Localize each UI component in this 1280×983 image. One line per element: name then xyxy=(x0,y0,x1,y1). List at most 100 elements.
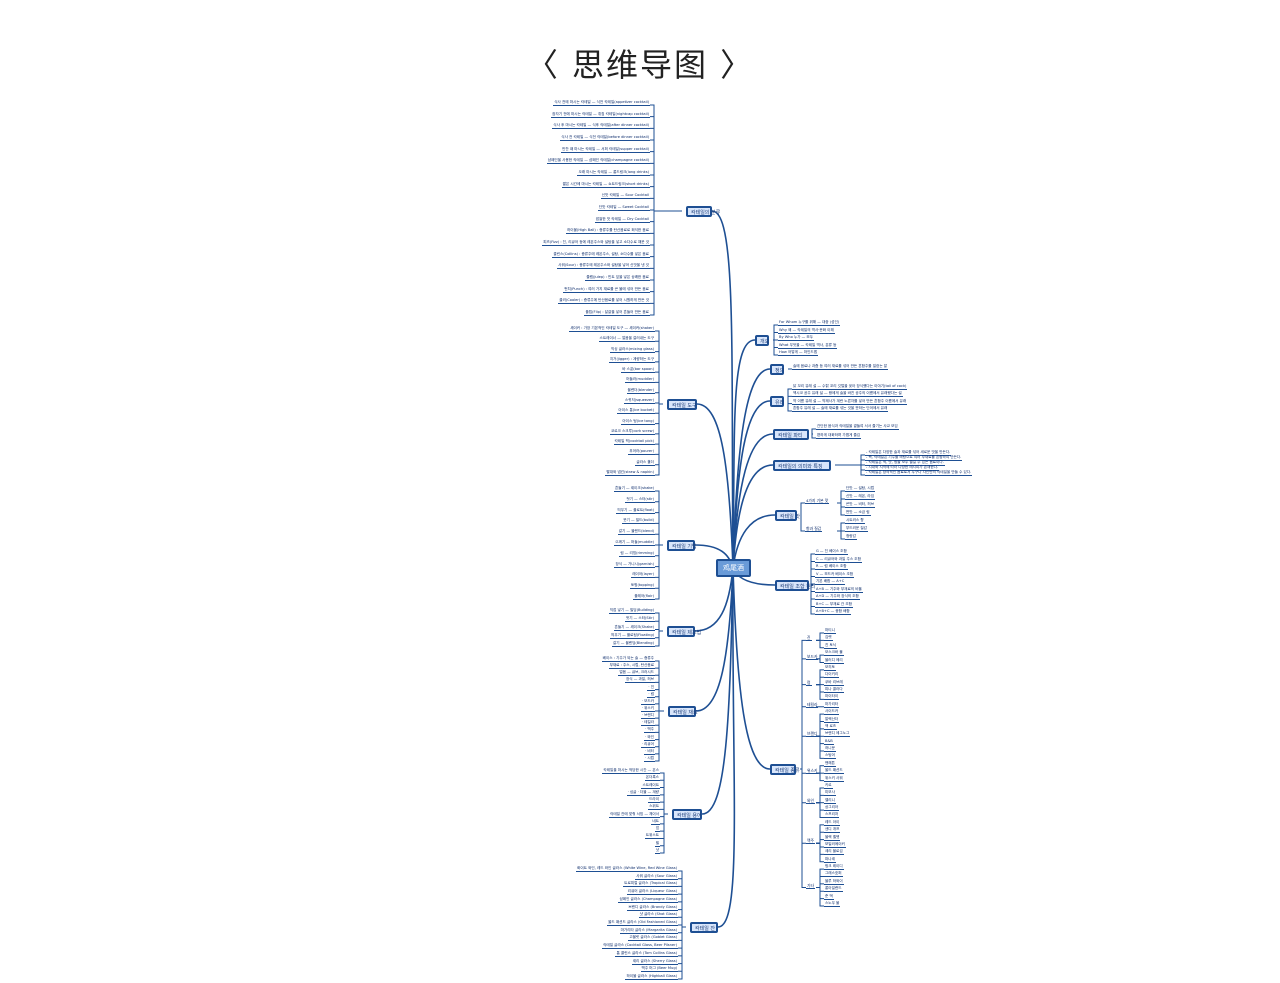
branch-tools[interactable]: 칵테일 도구 xyxy=(667,399,697,410)
leaf-connector xyxy=(816,887,824,900)
leaf-item: 오래 마시는 칵테일 — 롱드링크(long drinks) xyxy=(577,170,650,176)
branch-meaning[interactable]: 칵테일의 의미와 특징 xyxy=(773,460,831,471)
central-node[interactable]: 鸡尾酒 xyxy=(716,559,751,577)
group-label[interactable]: 기타 xyxy=(806,882,815,889)
leaf-connector xyxy=(655,402,663,405)
leaf-connector xyxy=(660,779,668,815)
branch-types[interactable]: 칵테일의 분류 xyxy=(686,206,720,217)
leaf-connector xyxy=(650,197,682,212)
leaf-connector xyxy=(816,772,824,782)
leaf-connector xyxy=(678,926,686,941)
leaf-connector xyxy=(655,710,664,733)
leaf-item: 칵테일을 마시는 적당한 시간 — 온스 xyxy=(602,768,660,774)
branch-taste[interactable]: 칵테일 맛 xyxy=(775,510,800,521)
leaf-connector xyxy=(816,887,824,907)
leaf-item: 으깨기 — 머들(muddle) xyxy=(614,540,655,546)
group-connector xyxy=(800,502,805,515)
leaf-item: 마가리타 글라스 (Margarita Glass) xyxy=(619,927,678,934)
leaf-connector xyxy=(655,371,663,405)
branch-ingredients[interactable]: 칵테일 재료 xyxy=(668,706,698,717)
connector-ingredients xyxy=(695,567,734,712)
leaf-item: 위스키 사워 xyxy=(824,775,844,782)
leaf-connector xyxy=(660,808,668,815)
group-label[interactable]: 4가지 기본 맛 xyxy=(805,498,830,504)
leaf-item: 핑크 레이디 xyxy=(824,864,844,871)
leaf-connector xyxy=(655,501,663,546)
leaf-item: 시트러스 향 xyxy=(845,518,865,524)
leaf-item: · 위스키 xyxy=(640,706,655,712)
leaf-item: 짧은 시간에 마시는 칵테일 — 쇼트드링크(short drinks) xyxy=(561,181,650,188)
branch-overview[interactable]: 개요 xyxy=(755,335,769,346)
leaf-item: 칵테일 글라스 (Cocktail Glass, Beer Pilsner) xyxy=(602,943,678,950)
leaf-item: 보일러메이커 xyxy=(824,841,846,848)
branch-techniques[interactable]: 칵테일 기법 xyxy=(667,540,697,551)
group-label[interactable]: 위스키 xyxy=(806,768,819,775)
leaf-item: - 즉, 칵테일은 기주를 바탕으로 여러 부재료를 혼합하여 만든다. xyxy=(865,455,963,461)
leaf-item: Why 왜 — 칵테일의 역사·문화 이해 xyxy=(778,327,835,334)
leaf-item: 벨리니 xyxy=(824,797,836,804)
group-label[interactable]: 진 xyxy=(806,635,812,642)
leaf-item: · 시럽 xyxy=(644,756,655,762)
branch-terms[interactable]: 칵테일 용어 xyxy=(672,809,702,820)
leaf-connector xyxy=(678,916,686,928)
leaf-item: 모스크바 뮬 xyxy=(824,650,844,657)
branch-kinds[interactable]: 칵테일 종류 xyxy=(770,764,800,775)
leaf-connector xyxy=(655,403,663,455)
leaf-connector xyxy=(655,681,664,712)
leaf-connector xyxy=(837,502,845,516)
leaf-item: 레드 아이 xyxy=(824,819,841,826)
branch-methods[interactable]: 칵테일 제조법 xyxy=(667,626,701,637)
leaf-item: 피나 콜라다 xyxy=(824,687,844,694)
leaf-connector xyxy=(660,813,668,847)
leaf-item: 잭 로즈 xyxy=(824,723,838,730)
leaf-connector xyxy=(655,533,663,546)
leaf-item: 네트 xyxy=(651,818,660,825)
leaf-item: 단맛 칵테일 — Sweet Cocktail xyxy=(597,205,650,211)
connector-party xyxy=(732,433,774,569)
leaf-connector xyxy=(655,403,663,445)
leaf-item: 화이트 와인, 레드 와인 글라스 (White Wine, Red Wine … xyxy=(576,866,678,872)
leaf-item: A+D — 기주와 장식의 조합 xyxy=(815,594,860,600)
connector-origin xyxy=(732,400,771,569)
leaf-connector xyxy=(816,842,824,863)
leaf-item: By Who 누가 — 모두 xyxy=(778,335,815,341)
leaf-item: 맨해튼 xyxy=(824,760,836,767)
group-label[interactable]: 와인 xyxy=(806,797,815,804)
leaf-item: 마티니 xyxy=(824,628,836,634)
branch-pairing[interactable]: 칵테일 조합 원리 xyxy=(775,580,815,591)
leaf-connector xyxy=(660,813,668,825)
leaf-connector xyxy=(655,392,663,405)
leaf-connector xyxy=(678,926,686,949)
leaf-connector xyxy=(816,875,824,889)
branch-definition[interactable]: 정의 xyxy=(770,364,784,375)
group-connector xyxy=(800,658,806,770)
leaf-item: · 비터 xyxy=(644,748,655,755)
leaf-connector xyxy=(678,878,686,928)
leaf-item: 코르크 스크루(cork screw) xyxy=(609,428,655,435)
leaf-connector xyxy=(660,794,668,815)
leaf-item: 필 xyxy=(654,840,660,847)
leaf-item: 띄우기 — 플로팅(Floating) xyxy=(610,632,655,639)
leaf-item: 빨대와 냅킨(straw & napkin) xyxy=(605,470,655,476)
branch-glasses[interactable]: 칵테일 잔 xyxy=(690,922,718,933)
leaf-item: 하이볼 글라스 (Highball Glass) xyxy=(625,974,678,980)
group-label[interactable]: 맥주 xyxy=(806,838,815,845)
leaf-item: What 무엇을 — 칵테일 역사, 분류 등 xyxy=(778,342,838,349)
leaf-item: For Whom 누구를 위해 — 대중 (성인) xyxy=(778,320,841,326)
group-label[interactable]: 테킬라 xyxy=(806,701,819,708)
leaf-item: 잠자기 전에 마시는 칵테일 — 취침 칵테일(nightcap cocktai… xyxy=(551,111,650,118)
group-label[interactable]: 향과 질감 xyxy=(805,526,823,532)
group-label[interactable]: 브랜디 xyxy=(806,731,819,738)
leaf-item: 하이볼(High Ball) : 증류주를 탄산음료로 희석한 음료 xyxy=(566,228,650,235)
leaf-connector xyxy=(835,464,865,476)
group-label[interactable]: 보드카 xyxy=(806,653,819,660)
branch-party[interactable]: 칵테일 파티 xyxy=(773,429,809,440)
leaf-connector xyxy=(816,669,824,686)
branch-origin[interactable]: 유래 xyxy=(770,396,784,407)
group-label[interactable]: 럼 xyxy=(806,679,812,686)
leaf-item: 부드러운 질감 xyxy=(845,526,868,532)
leaf-item: 신맛 칵테일 — Sour Cocktail xyxy=(600,193,650,200)
leaf-connector xyxy=(816,842,824,855)
leaf-item: B+C — 부재료 간 조합 xyxy=(815,601,853,608)
leaf-connector xyxy=(655,710,664,726)
